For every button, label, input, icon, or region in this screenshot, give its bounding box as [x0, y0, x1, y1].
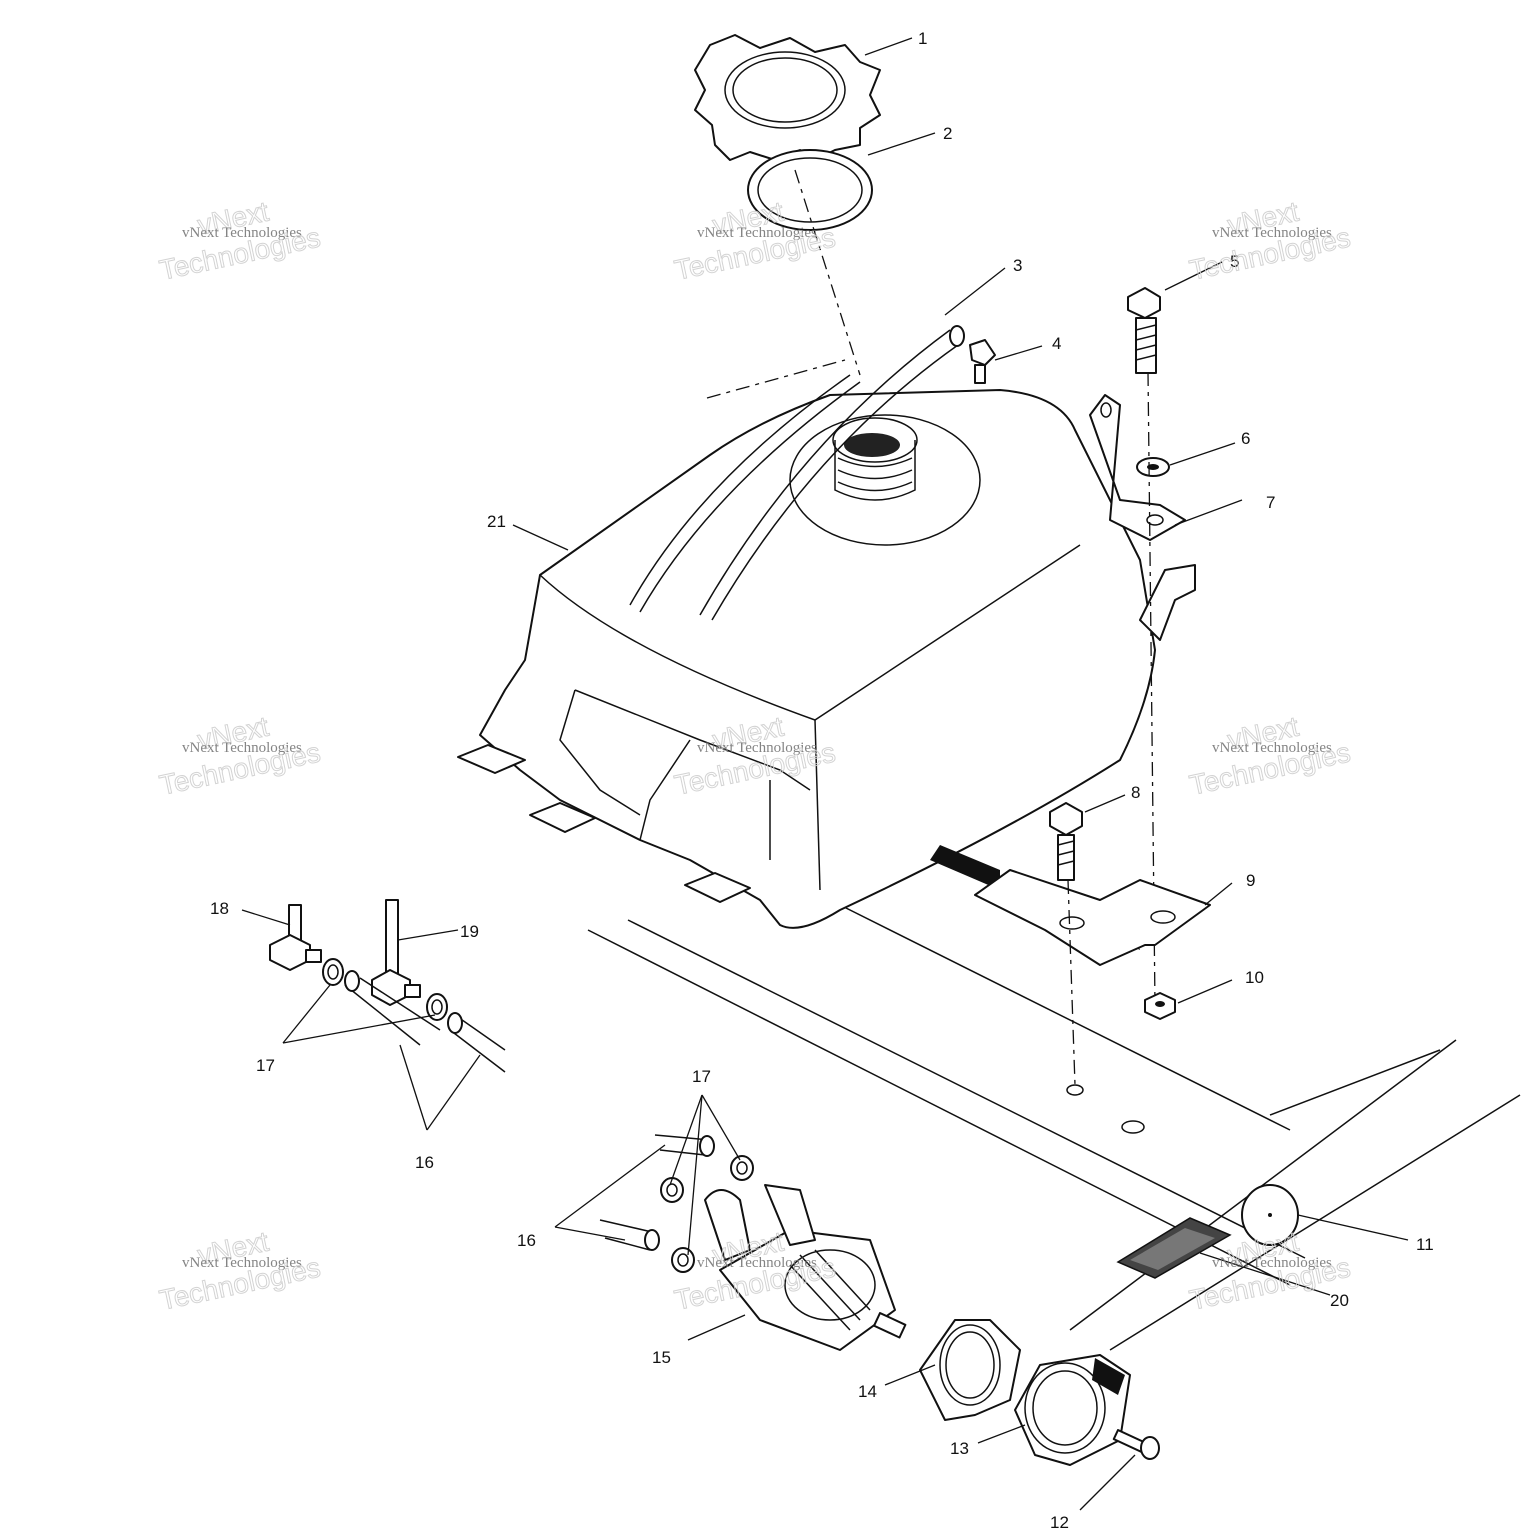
svg-text:vNext Technologies: vNext Technologies — [697, 740, 817, 756]
callout-labels: 1 2 3 4 5 6 7 8 9 10 11 12 13 14 15 16 1… — [210, 29, 1434, 1532]
callout-14: 14 — [858, 1382, 877, 1401]
filler-gasket — [747, 149, 873, 231]
fuel-tank — [457, 374, 1156, 950]
lower-bracket — [974, 869, 1211, 966]
watermark-tl: vNext vNext Technologies Technologies — [156, 195, 323, 286]
callout-6: 6 — [1241, 429, 1250, 448]
elbow-fitting-18 — [269, 904, 322, 971]
watermark-tr: vNext vNext Technologies Technologies — [1186, 195, 1353, 286]
leader-lines — [241, 37, 1409, 1511]
svg-text:vNext Technologies: vNext Technologies — [1212, 225, 1332, 241]
vent-fitting — [969, 339, 996, 384]
callout-17b: 17 — [692, 1067, 711, 1086]
valve-bezel — [1014, 1354, 1131, 1466]
callout-10: 10 — [1245, 968, 1264, 987]
callout-18: 18 — [210, 899, 229, 918]
svg-text:vNext Technologies: vNext Technologies — [182, 1255, 302, 1271]
callout-17a: 17 — [256, 1056, 275, 1075]
callout-2: 2 — [943, 124, 952, 143]
svg-text:vNext Technologies: vNext Technologies — [697, 225, 817, 241]
bolt-lower — [1049, 802, 1083, 881]
watermarks: vNext vNext Technologies Technologies vN… — [156, 195, 1353, 1316]
callout-16a: 16 — [415, 1153, 434, 1172]
callout-13: 13 — [950, 1439, 969, 1458]
hoses-16-left — [344, 970, 506, 1073]
washer-upper — [1136, 457, 1170, 477]
bolt-upper — [1127, 287, 1161, 374]
hoses-16-right — [599, 1134, 715, 1251]
svg-text:vNext Technologies: vNext Technologies — [1212, 740, 1332, 756]
nut-lower — [1144, 992, 1176, 1020]
watermark-mr: vNext vNext Technologies Technologies — [1186, 710, 1353, 801]
bezel-screw — [1112, 1429, 1160, 1460]
callout-12: 12 — [1050, 1513, 1069, 1532]
watermark-ml: vNext vNext Technologies Technologies — [156, 710, 323, 801]
callout-4: 4 — [1052, 334, 1061, 353]
callout-20: 20 — [1330, 1291, 1349, 1310]
svg-text:vNext Technologies: vNext Technologies — [182, 740, 302, 756]
valve-nut — [919, 1319, 1021, 1421]
fuel-valve — [704, 1184, 907, 1351]
clamps-17-left — [322, 958, 448, 1021]
svg-text:vNext Technologies: vNext Technologies — [1212, 1255, 1332, 1271]
frame-rails — [587, 904, 1521, 1351]
callout-16b: 16 — [517, 1231, 536, 1250]
callout-5: 5 — [1230, 252, 1239, 271]
svg-text:vNext Technologies: vNext Technologies — [182, 225, 302, 241]
callout-1: 1 — [918, 29, 927, 48]
filler-cap — [694, 34, 881, 161]
callout-21: 21 — [487, 512, 506, 531]
svg-text:vNext Technologies: vNext Technologies — [697, 1255, 817, 1271]
upper-bracket — [1089, 394, 1196, 641]
callout-3: 3 — [1013, 256, 1022, 275]
watermark-bl: vNext vNext Technologies Technologies — [156, 1225, 323, 1316]
callout-7: 7 — [1266, 493, 1275, 512]
callout-11: 11 — [1416, 1235, 1434, 1254]
callout-8: 8 — [1131, 783, 1140, 802]
warning-decal — [1116, 1217, 1232, 1279]
callout-15: 15 — [652, 1348, 671, 1367]
vent-hose — [699, 325, 965, 621]
elbow-fitting-19 — [371, 899, 421, 1006]
callout-9: 9 — [1246, 871, 1255, 890]
callout-19: 19 — [460, 922, 479, 941]
